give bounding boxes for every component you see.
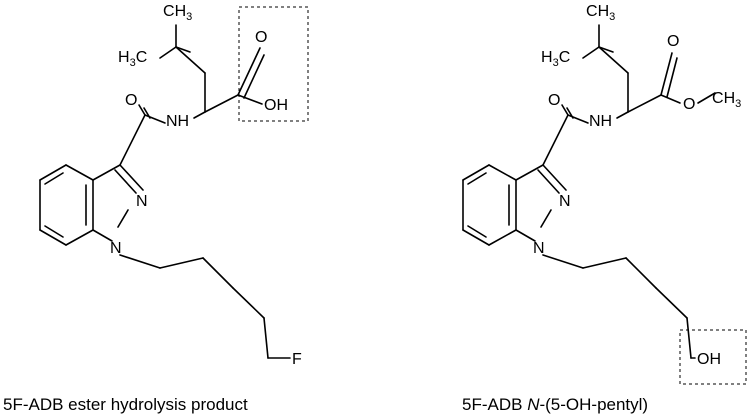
caption-right-suffix: -(5-OH-pentyl) bbox=[539, 395, 648, 414]
carbonyl-oxygen-label: O bbox=[667, 33, 679, 50]
highlight-box-hydroxyl bbox=[679, 329, 747, 385]
n1-label: N bbox=[533, 240, 545, 257]
n2-label: N bbox=[559, 193, 571, 210]
ester-oxygen-label: O bbox=[683, 96, 695, 113]
molecule-left: CH3 H3C O OH O NH N N F 5F-ADB ester hyd… bbox=[3, 3, 309, 414]
amide-nh-label: NH bbox=[589, 113, 612, 130]
h3c-left-text: H3C bbox=[541, 49, 570, 69]
caption-right: 5F-ADB N-(5-OH-pentyl) bbox=[462, 395, 648, 414]
caption-right-prefix: 5F-ADB bbox=[462, 395, 527, 414]
amide-oxygen-label: O bbox=[548, 92, 560, 109]
n2-label: N bbox=[136, 193, 148, 210]
ch3-top-label: CH3 bbox=[586, 3, 615, 23]
caption-right-italic: N bbox=[527, 395, 540, 414]
amide-oxygen-label: O bbox=[125, 92, 137, 109]
highlight-box-acid bbox=[238, 6, 309, 122]
molecule-right: CH3 H3C O O CH3 O NH N N OH 5F-ADB N-(5-… bbox=[462, 3, 747, 414]
ch3-top-label: CH3 bbox=[163, 3, 192, 23]
fluorine-label: F bbox=[292, 351, 302, 368]
ester-methyl-text: CH3 bbox=[712, 90, 741, 110]
ester-methyl-label: CH3 bbox=[712, 90, 741, 110]
h3c-left-label: H3C bbox=[541, 49, 570, 69]
bonds-left bbox=[39, 24, 291, 359]
hydroxyl-label: OH bbox=[697, 351, 721, 368]
caption-left: 5F-ADB ester hydrolysis product bbox=[3, 395, 248, 414]
carbonyl-oxygen-label: O bbox=[255, 29, 267, 46]
ch3-top-text: CH3 bbox=[586, 3, 615, 23]
amide-nh-label: NH bbox=[166, 113, 189, 130]
bonds-right bbox=[462, 24, 716, 359]
h3c-left-label: H3C bbox=[118, 49, 147, 69]
ch3-top-text: CH3 bbox=[163, 3, 192, 23]
hydroxyl-label: OH bbox=[264, 97, 288, 114]
n1-label: N bbox=[110, 240, 122, 257]
h3c-left-text: H3C bbox=[118, 49, 147, 69]
